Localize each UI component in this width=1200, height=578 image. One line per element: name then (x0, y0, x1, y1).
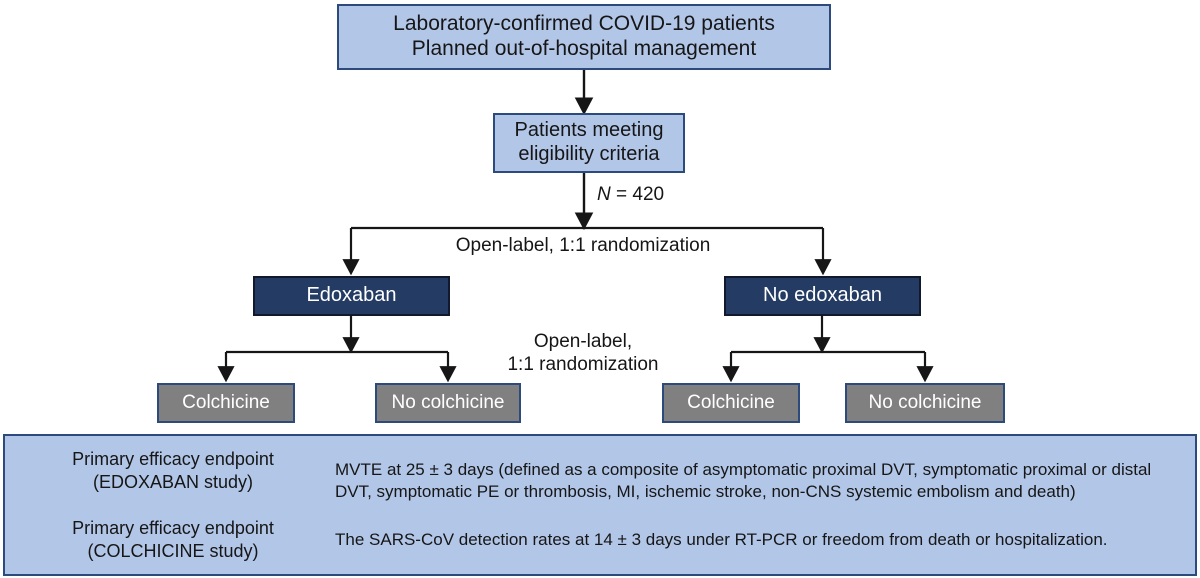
node-colchicine-left: Colchicine (157, 383, 295, 423)
node-edoxaban: Edoxaban (253, 276, 450, 316)
node-no-edoxaban: No edoxaban (724, 276, 921, 316)
node-no-colchicine-right: No colchicine (845, 383, 1005, 423)
label-randomization-level-1: Open-label, 1:1 randomization (455, 235, 711, 256)
node-patients-meeting-eligibility: Patients meeting eligibility criteria (493, 113, 685, 173)
endpoint-description-column: MVTE at 25 ± 3 days (defined as a compos… (335, 436, 1195, 574)
primary-endpoints-panel: Primary efficacy endpoint (EDOXABAN stud… (3, 434, 1197, 576)
endpoint-label-column: Primary efficacy endpoint (EDOXABAN stud… (5, 436, 335, 574)
node-laboratory-confirmed-patients: Laboratory-confirmed COVID-19 patients P… (337, 4, 831, 70)
sample-size-value: = 420 (610, 184, 665, 205)
sample-size-symbol: N (597, 184, 611, 205)
label-sample-size: N = 420 (597, 184, 664, 207)
endpoint-description-edoxaban: MVTE at 25 ± 3 days (defined as a compos… (335, 459, 1152, 501)
endpoint-description-colchicine: The SARS-CoV detection rates at 14 ± 3 d… (335, 530, 1108, 550)
node-no-colchicine-left: No colchicine (375, 383, 521, 423)
endpoint-label-edoxaban: Primary efficacy endpoint (EDOXABAN stud… (72, 449, 274, 492)
node-colchicine-right: Colchicine (662, 383, 800, 423)
label-randomization-level-2: Open-label, 1:1 randomization (507, 331, 659, 375)
endpoint-label-colchicine: Primary efficacy endpoint (COLCHICINE st… (72, 518, 274, 561)
